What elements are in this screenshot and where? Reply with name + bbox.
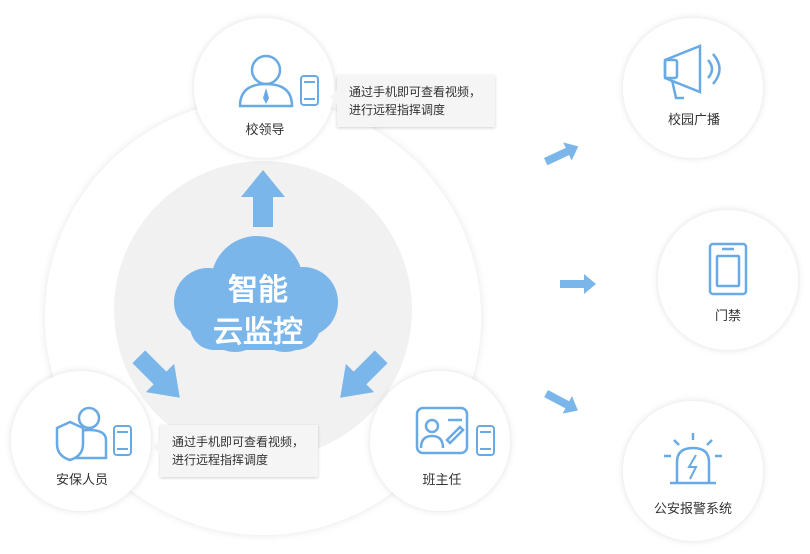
arrow-to-gate <box>560 274 596 294</box>
phone-icon <box>300 75 319 106</box>
security-guard-icon <box>55 406 108 462</box>
arrow-down-right <box>340 350 388 398</box>
arrow-down-left <box>132 350 180 398</box>
siren-icon <box>664 433 722 485</box>
access-card-icon <box>708 242 748 296</box>
teacher-label: 班主任 <box>422 473 461 488</box>
arrow-up <box>241 170 285 227</box>
security-label: 安保人员 <box>56 473 108 488</box>
gate-label: 门禁 <box>715 309 741 324</box>
leader-icon <box>238 54 294 108</box>
center-title-line1: 智能 <box>228 273 288 308</box>
leader-tip: 通过手机即可查看视频， 进行远程指挥调度 <box>330 75 495 127</box>
arrow-to-alarm <box>544 390 578 414</box>
leader-node[interactable] <box>194 18 334 158</box>
phone-icon <box>476 425 495 456</box>
arrow-to-broadcast <box>543 142 579 166</box>
leader-tip-line1: 通过手机即可查看视频， <box>349 85 482 99</box>
center-title-line2: 云监控 <box>213 315 303 350</box>
security-tip-line2: 进行远程指挥调度 <box>172 453 269 467</box>
security-tip-line1: 通过手机即可查看视频， <box>172 435 305 449</box>
broadcast-label: 校园广播 <box>668 112 720 128</box>
teacher-node[interactable] <box>370 371 510 511</box>
alarm-label: 公安报警系统 <box>654 501 732 517</box>
security-tip: 通过手机即可查看视频， 进行远程指挥调度 <box>153 425 318 477</box>
leader-tip-line2: 进行远程指挥调度 <box>349 103 446 117</box>
teacher-card-icon <box>415 406 469 455</box>
megaphone-icon <box>663 44 721 100</box>
phone-icon <box>113 425 132 456</box>
cloud-icon <box>174 236 338 352</box>
gate-node[interactable] <box>658 210 798 350</box>
leader-label: 校领导 <box>245 122 284 138</box>
